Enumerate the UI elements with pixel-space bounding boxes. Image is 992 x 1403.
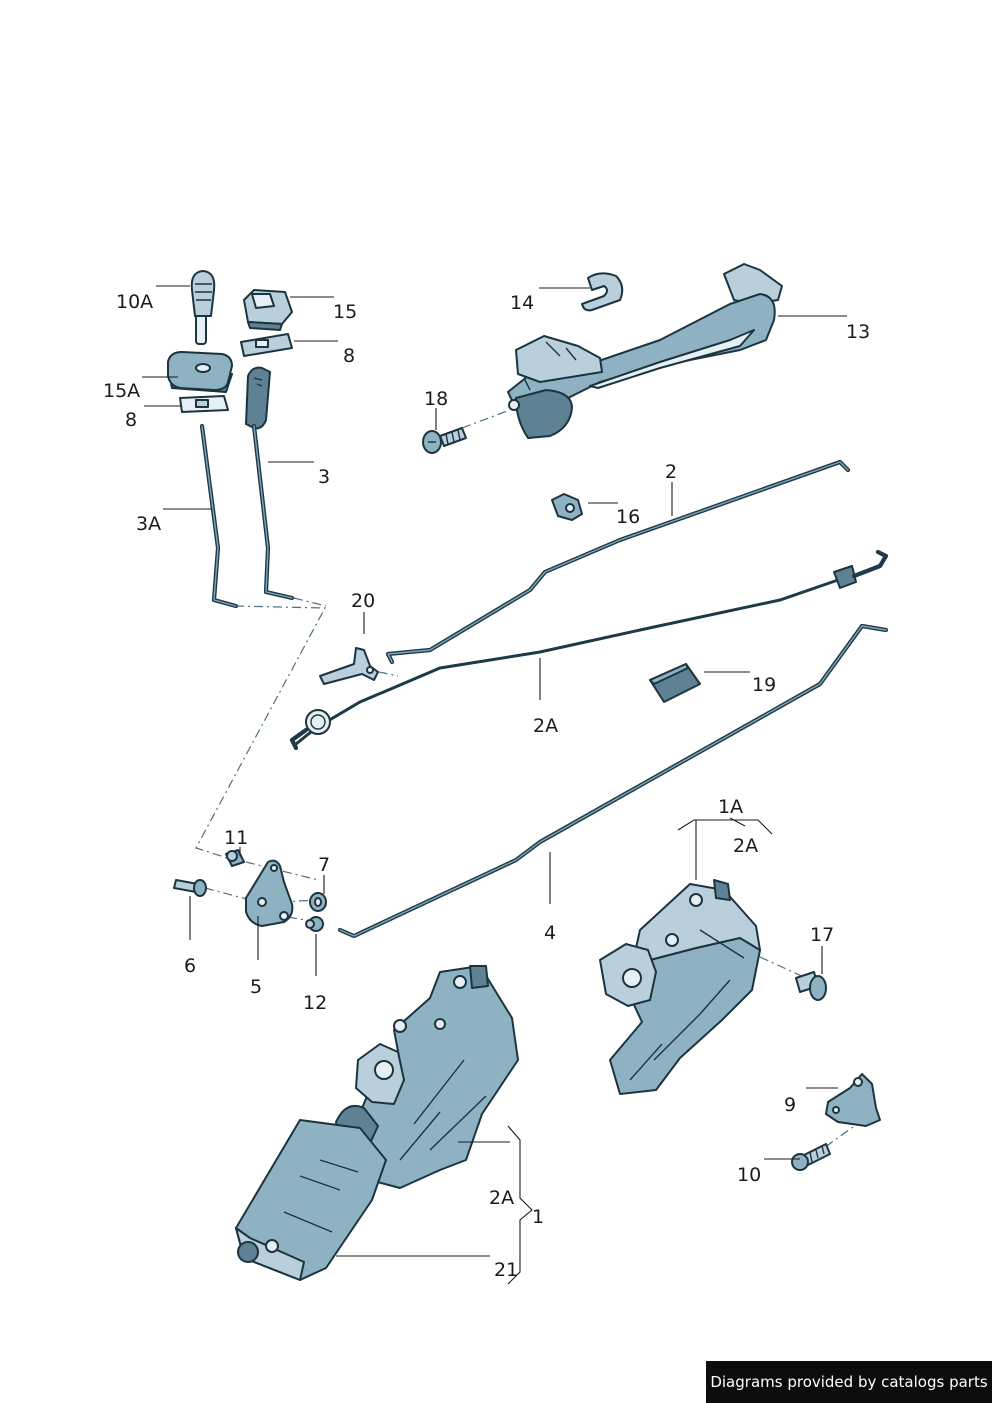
part-7-nut: [309, 892, 327, 912]
part-20-bracket: [319, 647, 379, 685]
part-1-door-lock-main: [235, 965, 519, 1281]
callout-labels: 10A 15 8 15A 8 3 3A 14 13 18 2 16 20 2A …: [103, 291, 870, 1281]
callout-9: 9: [784, 1094, 796, 1116]
part-16-clip: [551, 493, 583, 521]
callout-18: 18: [424, 388, 448, 410]
part-2A-cable: [289, 549, 889, 751]
leader-lines: [142, 285, 847, 1285]
part-5-lever-bracket: [245, 859, 294, 927]
callout-13: 13: [846, 321, 870, 343]
part-10-screw: [791, 1143, 831, 1171]
part-8-insert-upper: [240, 333, 293, 357]
part-13-door-handle: [507, 263, 783, 439]
callout-7: 7: [318, 854, 330, 876]
callout-3: 3: [318, 466, 330, 488]
callout-10A: 10A: [116, 291, 153, 313]
callout-19: 19: [752, 674, 776, 696]
part-1A-door-lock: [599, 879, 761, 1095]
part-18-screw: [422, 427, 467, 454]
part-4-rod: [337, 623, 889, 939]
callout-16: 16: [616, 506, 640, 528]
callout-2A-lock-main: 2A: [489, 1187, 514, 1209]
callout-20: 20: [351, 590, 375, 612]
callout-17: 17: [810, 924, 834, 946]
callout-2A-lock-right: 2A: [733, 835, 758, 857]
part-11-ball-stud: [225, 849, 245, 867]
callout-10: 10: [737, 1164, 761, 1186]
assembly-dash-lines: [195, 409, 861, 1159]
callout-3A: 3A: [136, 513, 161, 535]
part-17-screw: [795, 971, 827, 1001]
callout-4: 4: [544, 922, 556, 944]
part-9-striker: [825, 1073, 881, 1127]
part-6-bolt: [173, 879, 207, 897]
part-19-pad: [649, 663, 701, 703]
part-3-rod-with-guide: [245, 366, 295, 601]
callout-8-upper: 8: [343, 345, 355, 367]
callout-14: 14: [510, 292, 534, 314]
part-8-insert-lower: [179, 395, 229, 413]
part-10A-lock-knob: [190, 270, 216, 345]
callout-1A: 1A: [718, 796, 743, 818]
part-2-rod: [385, 459, 851, 665]
credit-banner: Diagrams provided by catalogs parts: [706, 1361, 992, 1403]
callout-2A-cable: 2A: [533, 715, 558, 737]
callout-11: 11: [224, 827, 248, 849]
callout-8-lower: 8: [125, 409, 137, 431]
part-3A-rod: [199, 423, 239, 609]
callout-1: 1: [532, 1206, 544, 1228]
callout-15: 15: [333, 301, 357, 323]
callout-15A: 15A: [103, 380, 140, 402]
callout-21: 21: [494, 1259, 518, 1281]
callout-12: 12: [303, 992, 327, 1014]
part-15A-guide-plate: [167, 351, 233, 393]
part-15-guide: [243, 289, 293, 331]
part-14-clip: [581, 272, 624, 312]
callout-2: 2: [665, 461, 677, 483]
callout-6: 6: [184, 955, 196, 977]
part-12-clip: [305, 916, 324, 932]
callout-5: 5: [250, 976, 262, 998]
